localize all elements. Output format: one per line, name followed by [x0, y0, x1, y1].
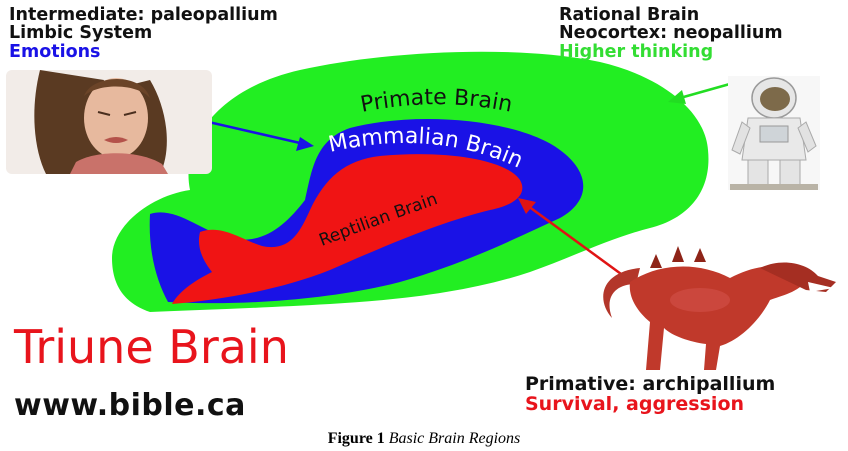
- rational-brain-label: Rational Brain Neocortex: neopallium Hig…: [559, 6, 783, 61]
- archipallium-line: Primative: archipallium: [525, 375, 775, 395]
- website-label: www.bible.ca: [14, 388, 246, 423]
- figure-number: Figure 1: [328, 430, 385, 447]
- page-title: Triune Brain: [14, 320, 289, 374]
- rational-line: Rational Brain: [559, 6, 783, 24]
- neocortex-line: Neocortex: neopallium: [559, 24, 783, 42]
- astronaut-photo: [728, 76, 820, 190]
- emotions-line: Emotions: [9, 43, 278, 61]
- higher-thinking-line: Higher thinking: [559, 43, 783, 61]
- limbic-line: Limbic System: [9, 24, 278, 42]
- dragon-figure-photo: [603, 246, 836, 370]
- figure-caption: Figure 1 Basic Brain Regions: [0, 430, 848, 448]
- primitive-brain-label: Primative: archipallium Survival, aggres…: [525, 375, 775, 415]
- crying-woman-photo: [6, 70, 212, 174]
- intermediate-line: Intermediate: paleopallium: [9, 6, 278, 24]
- figure-caption-text: Basic Brain Regions: [389, 430, 521, 447]
- limbic-system-label: Intermediate: paleopallium Limbic System…: [9, 6, 278, 61]
- survival-line: Survival, aggression: [525, 395, 775, 415]
